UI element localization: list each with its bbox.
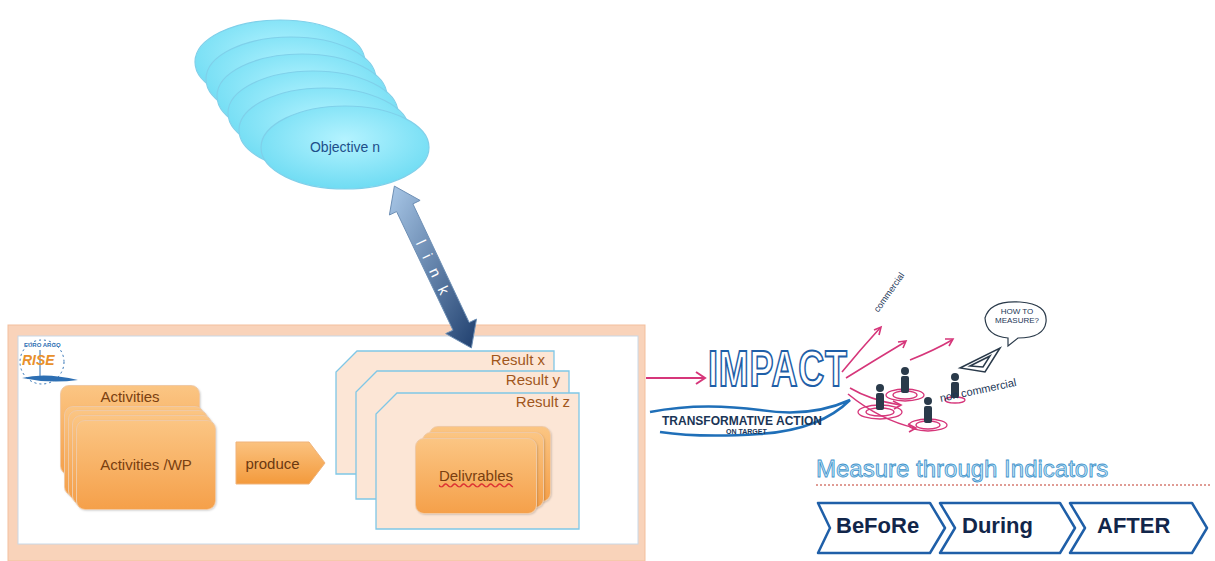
result-label: Result x: [491, 351, 545, 369]
node-label: Delivrables: [439, 467, 513, 485]
result-card: Result z Delivrables: [375, 392, 580, 530]
timeline-step: During: [962, 513, 1033, 539]
link-arrow: [389, 186, 476, 348]
logo-text: RISE: [22, 352, 55, 368]
timeline-chevrons: [818, 503, 1207, 553]
activity-card: Activities /WP: [76, 420, 216, 510]
edge-label: link: [408, 226, 459, 308]
result-outline: [376, 393, 579, 529]
node-label: Activities: [100, 388, 159, 406]
project-panel: [18, 336, 638, 544]
underline: [816, 485, 1210, 486]
timeline-step: BeFoRe: [836, 513, 919, 539]
indicator-heading: Measure through Indicators: [816, 455, 1108, 483]
handwritten-note: commercial: [872, 271, 907, 314]
result-label: Result y: [506, 371, 560, 389]
produce-shape: [236, 442, 325, 484]
logo-text: EURO ARGO: [24, 342, 61, 348]
handwritten-note: ON TARGET: [726, 428, 767, 435]
project-frame: [8, 325, 645, 561]
impact-title: IMPACT: [708, 340, 848, 398]
ellipse-outline: [261, 106, 429, 189]
node-label: Activities /WP: [100, 456, 192, 474]
produce-arrow: [236, 442, 325, 484]
logo: [20, 340, 78, 384]
handwritten-note: non commercial: [939, 376, 1017, 404]
node-label: Objective n: [310, 139, 380, 156]
deliverable-card: Delivrables: [415, 438, 537, 514]
edge-label: produce: [245, 455, 299, 472]
ruler-triangle: [960, 348, 1000, 372]
impact-arrow: [646, 372, 705, 384]
link-shape: [389, 186, 476, 348]
swoosh: [650, 400, 850, 436]
speech-bubble: [985, 302, 1046, 346]
result-label: Result z: [516, 393, 570, 411]
impact-rays: [842, 327, 953, 432]
speech-text: HOW TO MEASURE?: [992, 307, 1042, 325]
objective-ellipse: Objective n: [260, 105, 430, 190]
handwritten-note: TRANSFORMATIVE ACTION: [662, 414, 822, 428]
timeline-step: AFTER: [1097, 513, 1170, 539]
